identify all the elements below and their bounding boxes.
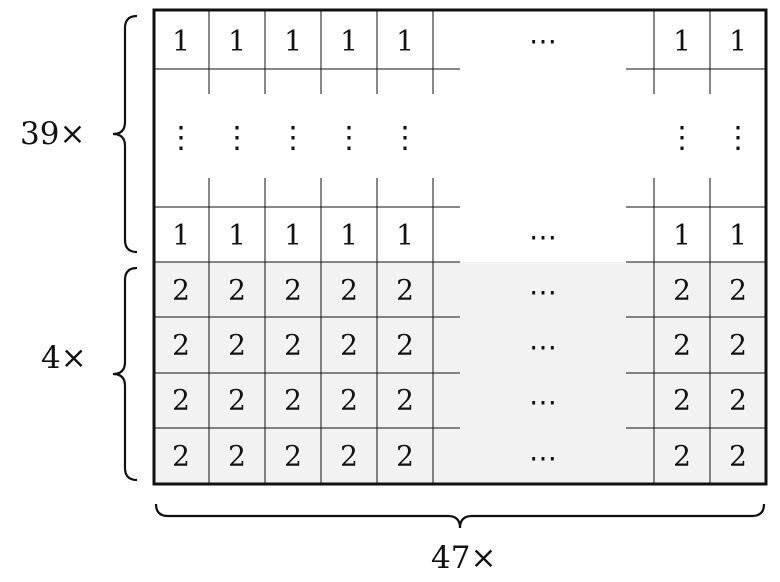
cell-value: 2	[729, 329, 747, 362]
vertical-ellipsis: ⋮	[334, 121, 364, 156]
cell-value: 1	[340, 219, 358, 252]
horizontal-ellipsis: ⋯	[529, 386, 557, 419]
cell-value: 2	[228, 440, 246, 473]
left-brace-bottom	[112, 266, 138, 482]
cell-value: 2	[729, 440, 747, 473]
cell-value: 2	[172, 329, 190, 362]
horizontal-ellipsis: ⋯	[529, 221, 557, 254]
cell-value: 2	[284, 329, 302, 362]
cell-value: 2	[396, 384, 414, 417]
cell-value: 2	[340, 440, 358, 473]
cell-value: 2	[396, 329, 414, 362]
vertical-ellipsis: ⋮	[278, 121, 308, 156]
cell-value: 2	[673, 440, 691, 473]
vertical-ellipsis: ⋮	[222, 121, 252, 156]
cell-value: 1	[228, 25, 246, 58]
cell-value: 2	[340, 384, 358, 417]
row-count-label-top: 39×	[20, 116, 86, 152]
left-brace-top	[112, 14, 138, 254]
row-count-label-bottom: 4×	[41, 340, 87, 376]
horizontal-ellipsis: ⋯	[529, 25, 557, 58]
cell-value: 1	[172, 219, 190, 252]
cell-value: 2	[340, 274, 358, 307]
cell-value: 2	[396, 274, 414, 307]
cell-value: 2	[673, 274, 691, 307]
horizontal-ellipsis: ⋯	[529, 331, 557, 364]
cell-value: 2	[284, 440, 302, 473]
horizontal-ellipsis: ⋯	[529, 442, 557, 475]
cell-value: 2	[228, 274, 246, 307]
cell-value: 1	[396, 219, 414, 252]
vertical-ellipsis: ⋮	[166, 121, 196, 156]
cell-value: 2	[172, 384, 190, 417]
column-count-label: 47×	[431, 540, 497, 576]
cell-value: 2	[228, 384, 246, 417]
cell-value: 2	[172, 274, 190, 307]
bottom-brace	[154, 503, 766, 529]
cell-value: 1	[396, 25, 414, 58]
cell-value: 1	[340, 25, 358, 58]
cell-value: 2	[172, 440, 190, 473]
cell-value: 1	[673, 219, 691, 252]
cell-value: 1	[284, 219, 302, 252]
cell-value: 2	[284, 384, 302, 417]
vertical-ellipsis: ⋮	[390, 121, 420, 156]
vertical-ellipsis: ⋮	[667, 121, 697, 156]
vertical-ellipsis: ⋮	[723, 121, 753, 156]
cell-value: 2	[340, 329, 358, 362]
cell-value: 2	[729, 384, 747, 417]
cell-value: 2	[729, 274, 747, 307]
cell-value: 1	[172, 25, 190, 58]
cell-value: 1	[729, 25, 747, 58]
cell-value: 2	[673, 384, 691, 417]
cell-value: 2	[396, 440, 414, 473]
cell-value: 2	[284, 274, 302, 307]
cell-value: 2	[673, 329, 691, 362]
cell-value: 1	[284, 25, 302, 58]
cell-value: 1	[729, 219, 747, 252]
cell-value: 1	[228, 219, 246, 252]
grid-border	[152, 8, 768, 486]
horizontal-ellipsis: ⋯	[529, 276, 557, 309]
cell-value: 1	[673, 25, 691, 58]
cell-value: 2	[228, 329, 246, 362]
